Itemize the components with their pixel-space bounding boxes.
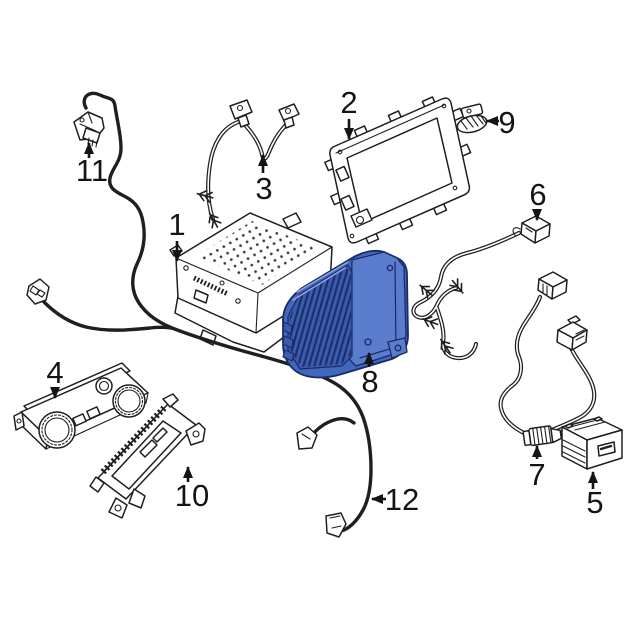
part-3-antenna-cable <box>195 99 300 231</box>
part-12-wiring-harness <box>26 91 373 538</box>
harness-end-connector <box>325 512 347 538</box>
harness-stub-connector <box>296 426 318 450</box>
part-2-display-assembly <box>324 96 472 245</box>
part-4-climate-control-panel <box>13 362 149 450</box>
callout-10-mounting-bracket: 10 <box>175 466 209 513</box>
callout-7-cable-end-connector: 7 <box>528 445 546 492</box>
callout-3-antenna-cable: 3 <box>255 154 273 206</box>
part-11-camera-module <box>73 111 105 148</box>
part-number-label: 12 <box>385 482 419 517</box>
part-6-antenna-connector-cable <box>413 215 551 358</box>
part-10-mounting-bracket <box>89 393 206 519</box>
callout-4-climate-control-panel: 4 <box>46 355 64 399</box>
part-number-label: 5 <box>586 485 603 520</box>
callout-9-antenna-grommet: 9 <box>486 105 516 140</box>
callout-6-antenna-connector-cable: 6 <box>529 177 547 221</box>
part-number-label: 3 <box>255 171 272 206</box>
part-number-label: 8 <box>361 364 378 399</box>
callout-11-camera-module: 11 <box>76 142 108 188</box>
callout-8-amplifier-module: 8 <box>361 352 379 399</box>
callout-5-media-hub-module: 5 <box>586 471 604 520</box>
part-number-label: 2 <box>340 85 357 120</box>
connector-cable-mid <box>501 271 568 434</box>
part-number-label: 1 <box>168 207 185 242</box>
antenna-connector-b <box>278 103 300 122</box>
part-number-label: 7 <box>528 457 545 492</box>
callout-1-radio-receiver-chassis: 1 <box>168 207 186 262</box>
display-screen <box>346 117 453 224</box>
part-number-label: 6 <box>529 177 546 212</box>
part-9-antenna-grommet <box>456 103 488 134</box>
part-5-media-hub-module <box>561 416 623 470</box>
connector-cable-right <box>549 315 594 431</box>
part-number-label: 10 <box>175 478 209 513</box>
part-number-label: 4 <box>46 355 63 390</box>
callout-2-display-screen-assembly: 2 <box>340 85 358 140</box>
part-number-label: 9 <box>498 105 515 140</box>
part-number-label: 11 <box>76 153 108 188</box>
antenna-connector-a <box>229 99 253 120</box>
callout-12-wiring-harness: 12 <box>371 482 419 517</box>
part-8-amplifier-module-highlighted <box>282 249 409 379</box>
